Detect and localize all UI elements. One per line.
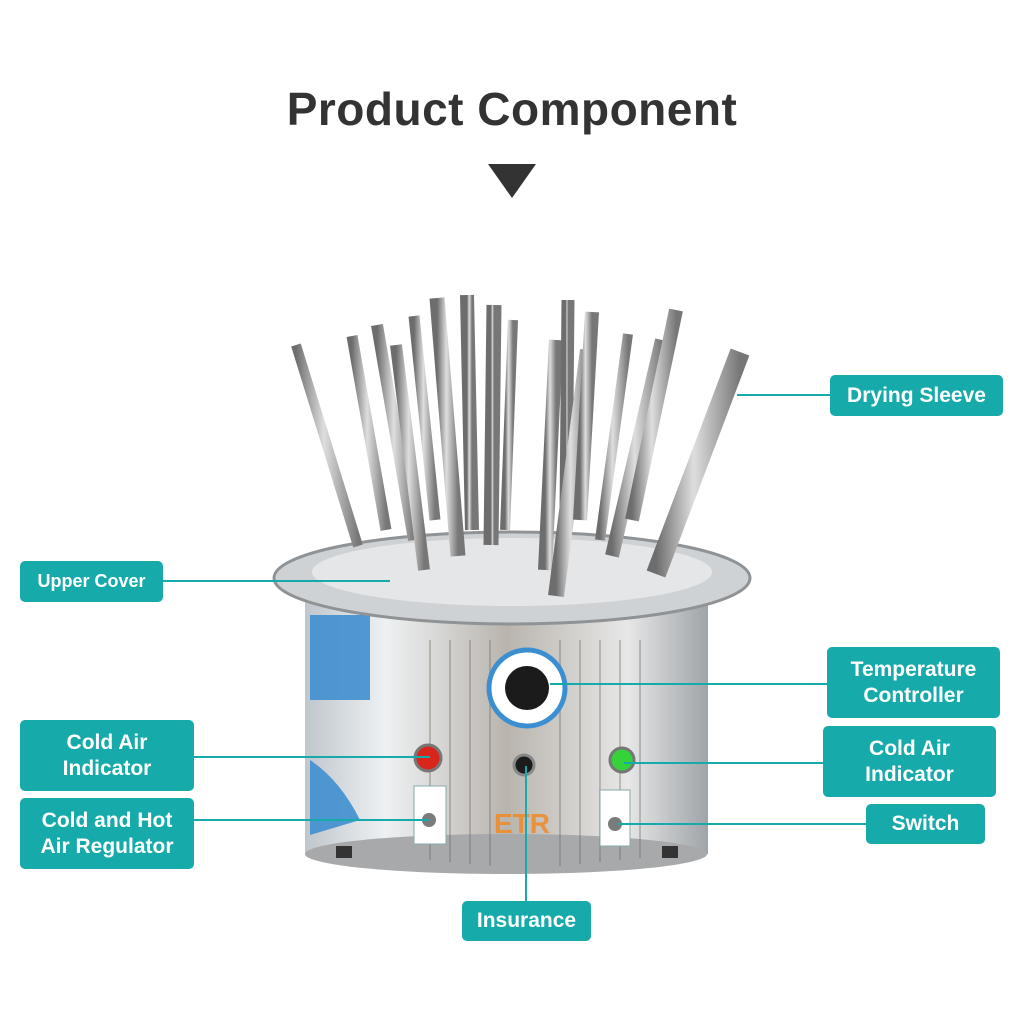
blue-decal-left [310, 615, 370, 700]
callout-label-line2: Controller [863, 683, 964, 707]
callout-label-line2: Indicator [62, 756, 152, 780]
drying-sleeve-tube [371, 323, 420, 542]
callout-label-line1: Temperature [850, 657, 977, 681]
drying-sleeve-tube [595, 333, 633, 541]
callout-cold-air-indicator-right: Cold Air Indicator [823, 726, 996, 797]
callout-drying-sleeve: Drying Sleeve [830, 375, 1003, 416]
drying-sleeve-tube [460, 294, 479, 531]
drying-sleeve-tube [573, 311, 599, 521]
drying-sleeve-tube [483, 304, 502, 546]
callout-label: Upper Cover [37, 570, 146, 591]
green-indicator-light [608, 746, 636, 774]
callout-label-line2: Air Regulator [40, 834, 174, 858]
brand-logo: ETR [494, 808, 550, 839]
fuse-holder [512, 753, 536, 777]
callout-label-line1: Cold Air [66, 730, 148, 754]
callout-insurance: Insurance [462, 901, 591, 941]
callout-label: Insurance [476, 909, 577, 933]
callout-temperature-controller: Temperature Controller [827, 647, 1000, 718]
drying-sleeve-tube [291, 343, 363, 548]
drying-sleeve-tube [605, 338, 669, 558]
power-toggle [608, 817, 622, 831]
drying-sleeve-tube [429, 297, 466, 557]
callout-label-line1: Cold Air [869, 736, 950, 760]
drying-sleeve-tube [538, 339, 563, 571]
drying-sleeve-tube [390, 344, 430, 571]
page-title: Product Component [286, 83, 738, 135]
device-base [305, 834, 707, 874]
drying-sleeve-tube [408, 315, 441, 521]
foot-left [336, 846, 352, 858]
device-housing [305, 598, 708, 854]
callout-cold-hot-air-regulator: Cold and Hot Air Regulator [20, 798, 194, 869]
down-arrow-icon [488, 164, 536, 198]
drying-sleeve-tube [346, 335, 392, 531]
leader-lines [162, 394, 866, 901]
callout-label: Switch [891, 812, 960, 836]
drying-sleeve-tube [646, 348, 750, 578]
temperature-knob [505, 666, 549, 710]
foot-right [662, 846, 678, 858]
blue-decal-lower [310, 760, 360, 835]
drying-sleeve-tube [500, 319, 518, 531]
callout-upper-cover: Upper Cover [20, 561, 163, 602]
callout-switch: Switch [866, 804, 985, 844]
callout-label: Drying Sleeve [847, 383, 986, 407]
drying-sleeves [291, 294, 750, 598]
callout-cold-air-indicator-left: Cold Air Indicator [20, 720, 194, 791]
drying-rack-device: ETR [272, 294, 752, 874]
callout-label-line2: Indicator [865, 762, 954, 786]
callout-label-line1: Cold and Hot [41, 808, 173, 832]
drying-sleeve-tube [625, 308, 683, 522]
